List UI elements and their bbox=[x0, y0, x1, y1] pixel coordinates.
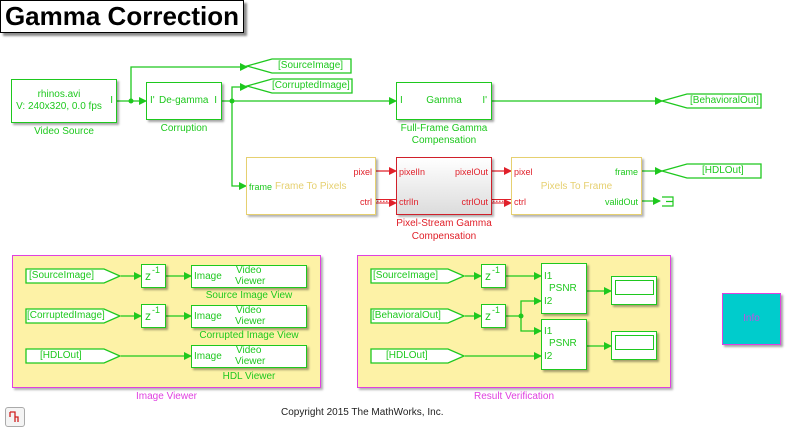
viewer-line1: Video bbox=[236, 305, 262, 316]
result-verification-label: Result Verification bbox=[473, 391, 555, 402]
port-out: I bbox=[110, 95, 113, 106]
port-in: I bbox=[400, 95, 403, 106]
source-image-view-label: Source Image View bbox=[205, 290, 293, 301]
video-source-info: V: 240x320, 0.0 fps bbox=[16, 101, 102, 112]
gamma-text: Gamma bbox=[426, 95, 462, 106]
wire-corruption-goto bbox=[231, 83, 248, 101]
port-validout: validOut bbox=[604, 197, 638, 207]
goto-hdl-out-shape bbox=[659, 163, 762, 179]
video-viewer-block[interactable]: Image Video Viewer bbox=[191, 305, 307, 328]
viewer-line1: Video bbox=[236, 345, 262, 356]
port-image: Image bbox=[194, 351, 222, 362]
full-frame-label-1: Full-Frame Gamma bbox=[400, 123, 488, 134]
delay-exp: -1 bbox=[492, 305, 501, 315]
from-hdl-out[interactable]: [HDLOut] bbox=[386, 350, 428, 361]
goto-corrupted-image[interactable]: [CorruptedImage] bbox=[272, 80, 350, 91]
hdl-viewer-label: HDL Viewer bbox=[222, 371, 276, 382]
terminator-icon bbox=[662, 196, 674, 207]
goto-behavioral-out[interactable]: [BehavioralOut] bbox=[690, 95, 759, 106]
port-ctrl: ctrl bbox=[360, 197, 372, 207]
port-image: Image bbox=[194, 311, 222, 322]
model-browser-icon bbox=[9, 411, 19, 422]
video-source-filename: rhinos.avi bbox=[37, 89, 81, 100]
model-browser-button[interactable] bbox=[5, 407, 25, 427]
delay-z: z bbox=[485, 309, 491, 323]
delay-exp: -1 bbox=[152, 305, 161, 315]
port-frame: frame bbox=[614, 167, 638, 177]
port-i2: I2 bbox=[544, 351, 553, 362]
video-source-label: Video Source bbox=[34, 126, 94, 137]
psnr-text: PSNR bbox=[549, 283, 577, 294]
port-pixel: pixel bbox=[353, 167, 372, 177]
corruption-label: Corruption bbox=[160, 123, 208, 134]
video-source-block[interactable]: rhinos.avi V: 240x320, 0.0 fps I bbox=[11, 79, 117, 123]
goto-source-image-shape bbox=[244, 58, 352, 74]
display-block[interactable] bbox=[611, 331, 657, 360]
viewer-line2: Viewer bbox=[235, 276, 266, 287]
unit-delay-block[interactable]: z -1 bbox=[141, 264, 166, 288]
unit-delay-block[interactable]: z -1 bbox=[481, 264, 506, 288]
port-pixel: pixel bbox=[514, 167, 533, 177]
delay-z: z bbox=[145, 309, 151, 323]
corruption-text: De-gamma bbox=[159, 95, 209, 106]
port-ctrlout: ctrlOut bbox=[461, 197, 488, 207]
video-viewer-block[interactable]: Image Video Viewer bbox=[191, 345, 307, 368]
pixel-stream-label-2: Compensation bbox=[411, 231, 477, 242]
pixel-stream-label-1: Pixel-Stream Gamma bbox=[396, 218, 492, 229]
psnr-text: PSNR bbox=[549, 338, 577, 349]
viewer-line2: Viewer bbox=[235, 316, 266, 327]
from-source-image[interactable]: [SourceImage] bbox=[373, 270, 439, 281]
viewer-line2: Viewer bbox=[235, 356, 266, 367]
video-viewer-block[interactable]: Image Video Viewer bbox=[191, 265, 307, 288]
full-frame-label-2: Compensation bbox=[411, 135, 477, 146]
full-frame-gamma-block[interactable]: I Gamma I' bbox=[396, 82, 492, 120]
port-out: I' bbox=[482, 95, 487, 106]
corruption-block[interactable]: I' De-gamma I bbox=[146, 82, 222, 120]
port-i1: I1 bbox=[544, 271, 553, 282]
port-out: I bbox=[214, 95, 217, 106]
port-ctrlin: ctrlIn bbox=[399, 197, 419, 207]
image-viewer-label: Image Viewer bbox=[136, 391, 197, 402]
copyright-text: Copyright 2015 The MathWorks, Inc. bbox=[281, 407, 444, 418]
delay-z: z bbox=[485, 269, 491, 283]
goto-hdl-out[interactable]: [HDLOut] bbox=[702, 165, 744, 176]
delay-exp: -1 bbox=[152, 265, 161, 275]
frame-to-pixels-text: Frame To Pixels bbox=[275, 181, 347, 192]
delay-z: z bbox=[145, 269, 151, 283]
corrupted-image-view-label: Corrupted Image View bbox=[199, 330, 299, 341]
wire-corruption-f2p bbox=[231, 101, 247, 190]
unit-delay-block[interactable]: z -1 bbox=[141, 304, 166, 328]
port-i1: I1 bbox=[544, 326, 553, 337]
unit-delay-block[interactable]: z -1 bbox=[481, 304, 506, 328]
port-in: I' bbox=[150, 95, 155, 106]
pixels-to-frame-block[interactable]: pixel ctrl Pixels To Frame frame validOu… bbox=[511, 157, 642, 215]
psnr-block[interactable]: I1 PSNR I2 bbox=[541, 319, 587, 370]
from-behavioral-out[interactable]: [BehavioralOut] bbox=[372, 310, 441, 321]
wire-source-goto bbox=[130, 63, 248, 101]
port-i2: I2 bbox=[544, 296, 553, 307]
port-ctrl: ctrl bbox=[514, 197, 526, 207]
pixels-to-frame-text: Pixels To Frame bbox=[540, 181, 613, 192]
pixel-stream-gamma-block[interactable]: pixelIn ctrlIn pixelOut ctrlOut bbox=[396, 157, 492, 215]
from-source-image[interactable]: [SourceImage] bbox=[29, 270, 95, 281]
goto-source-image[interactable]: [SourceImage] bbox=[278, 60, 344, 71]
port-pixelin: pixelIn bbox=[399, 167, 426, 177]
goto-behavioral-out-shape bbox=[659, 93, 762, 109]
frame-to-pixels-block[interactable]: frame Frame To Pixels pixel ctrl bbox=[246, 157, 376, 215]
from-corrupted-image[interactable]: [CorruptedImage] bbox=[27, 310, 105, 321]
psnr-block[interactable]: I1 PSNR I2 bbox=[541, 263, 587, 314]
port-pixelout: pixelOut bbox=[454, 167, 488, 177]
delay-exp: -1 bbox=[492, 265, 501, 275]
from-hdl-out[interactable]: [HDLOut] bbox=[40, 350, 82, 361]
port-image: Image bbox=[194, 271, 222, 282]
port-frame: frame bbox=[249, 182, 273, 192]
display-block[interactable] bbox=[611, 276, 657, 305]
display-readout bbox=[615, 280, 654, 295]
diagram-title: Gamma Correction bbox=[0, 0, 244, 33]
info-block[interactable]: Info bbox=[722, 293, 781, 345]
viewer-line1: Video bbox=[236, 265, 262, 276]
goto-corrupted-image-shape bbox=[244, 78, 353, 94]
display-readout bbox=[615, 335, 654, 350]
